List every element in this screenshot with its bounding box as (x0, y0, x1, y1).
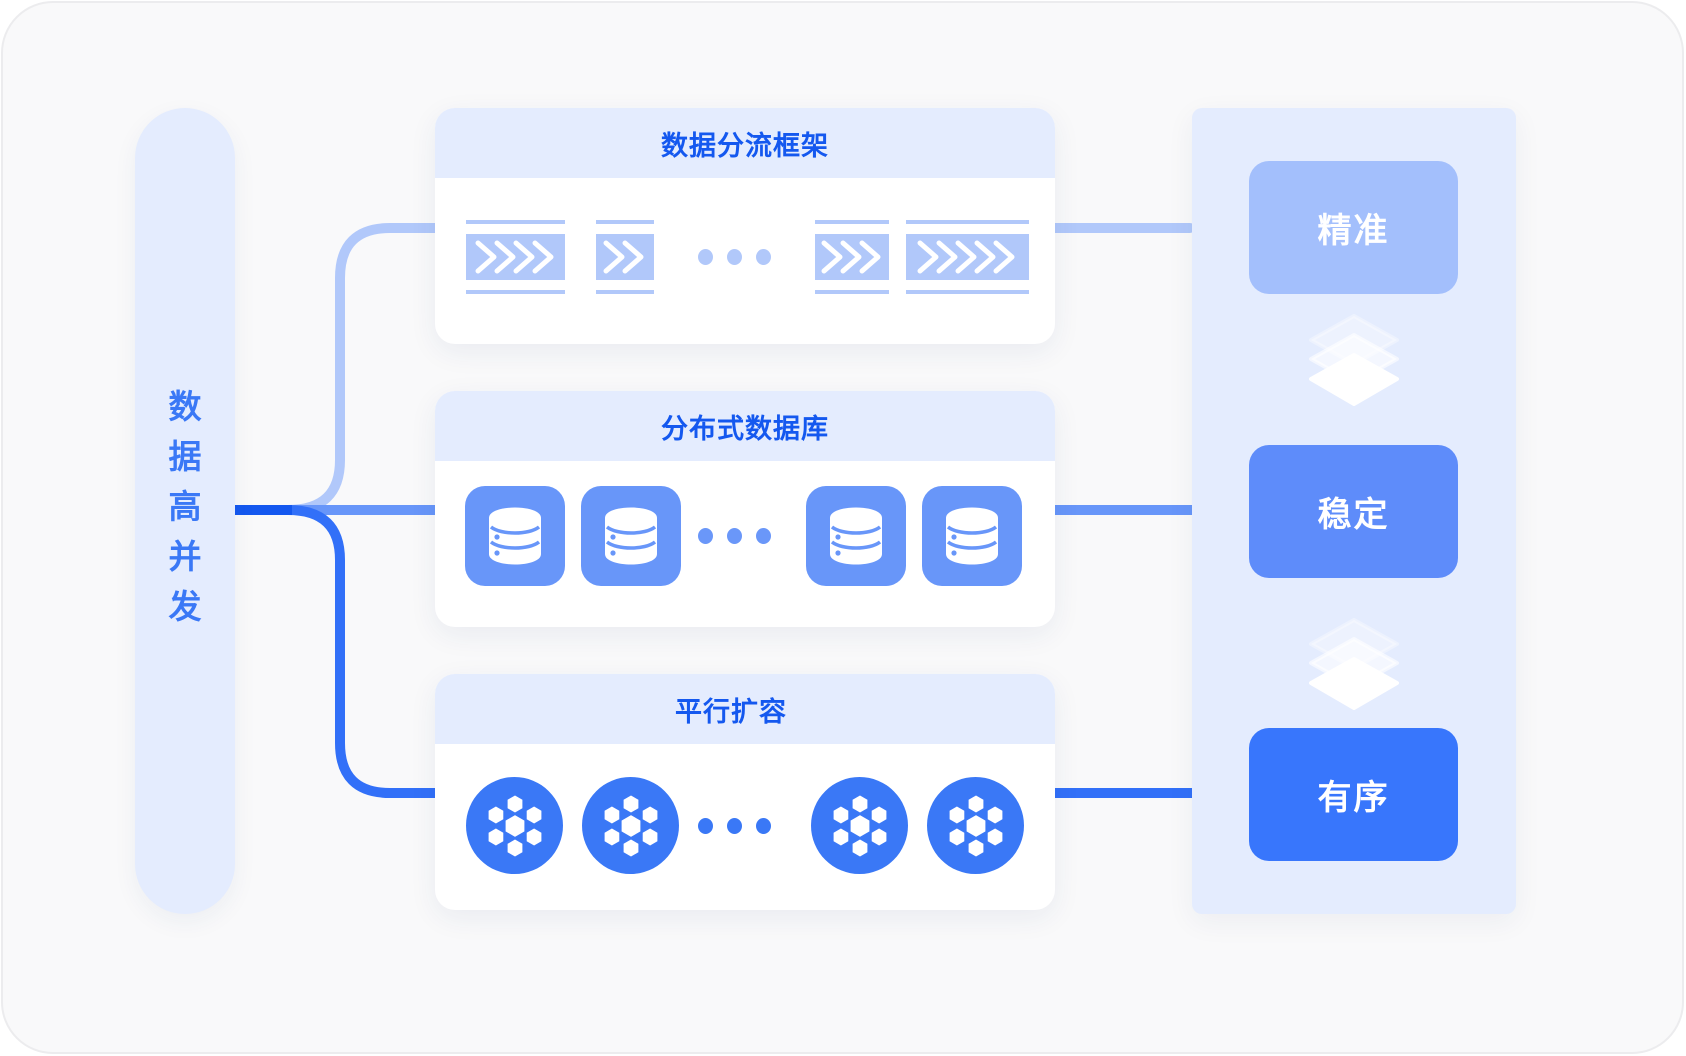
result-precise: 精准 (1249, 161, 1458, 294)
source-char: 并 (168, 537, 202, 576)
database-icon (581, 486, 681, 586)
component-card-stream-framework: 数据分流框架 (435, 108, 1055, 344)
results-panel: 精准 稳定 有序 (1192, 108, 1516, 914)
component-card-distributed-database: 分布式数据库 (435, 391, 1055, 627)
result-stable: 稳定 (1249, 445, 1458, 578)
layers-icon (1307, 616, 1401, 712)
source-char: 发 (168, 587, 202, 626)
chevron-stream-icon (596, 220, 654, 294)
cluster-cubes-icon (582, 777, 679, 874)
cluster-cubes-icon (811, 777, 908, 874)
source-char: 高 (168, 487, 202, 526)
chevron-stream-icon (815, 220, 889, 294)
database-icon (465, 486, 565, 586)
cluster-cubes-icon (466, 777, 563, 874)
ellipsis-icon (698, 818, 771, 834)
chevron-stream-icon (466, 220, 565, 294)
source-high-concurrency: 数 据 高 并 发 (135, 108, 235, 914)
card-body (435, 178, 1055, 344)
ellipsis-icon (698, 249, 771, 265)
database-icon (922, 486, 1022, 586)
result-ordered: 有序 (1249, 728, 1458, 861)
cluster-cubes-icon (927, 777, 1024, 874)
chevron-stream-icon (906, 220, 1029, 294)
card-title: 数据分流框架 (435, 108, 1055, 178)
ellipsis-icon (698, 528, 771, 544)
source-char: 数 (168, 387, 202, 426)
source-label: 数 据 高 并 发 (169, 389, 202, 625)
database-icon (806, 486, 906, 586)
card-body (435, 461, 1055, 627)
card-body (435, 744, 1055, 910)
card-title: 分布式数据库 (435, 391, 1055, 461)
component-card-parallel-scaling: 平行扩容 (435, 674, 1055, 910)
layers-icon (1307, 312, 1401, 408)
source-char: 据 (168, 437, 202, 476)
card-title: 平行扩容 (435, 674, 1055, 744)
